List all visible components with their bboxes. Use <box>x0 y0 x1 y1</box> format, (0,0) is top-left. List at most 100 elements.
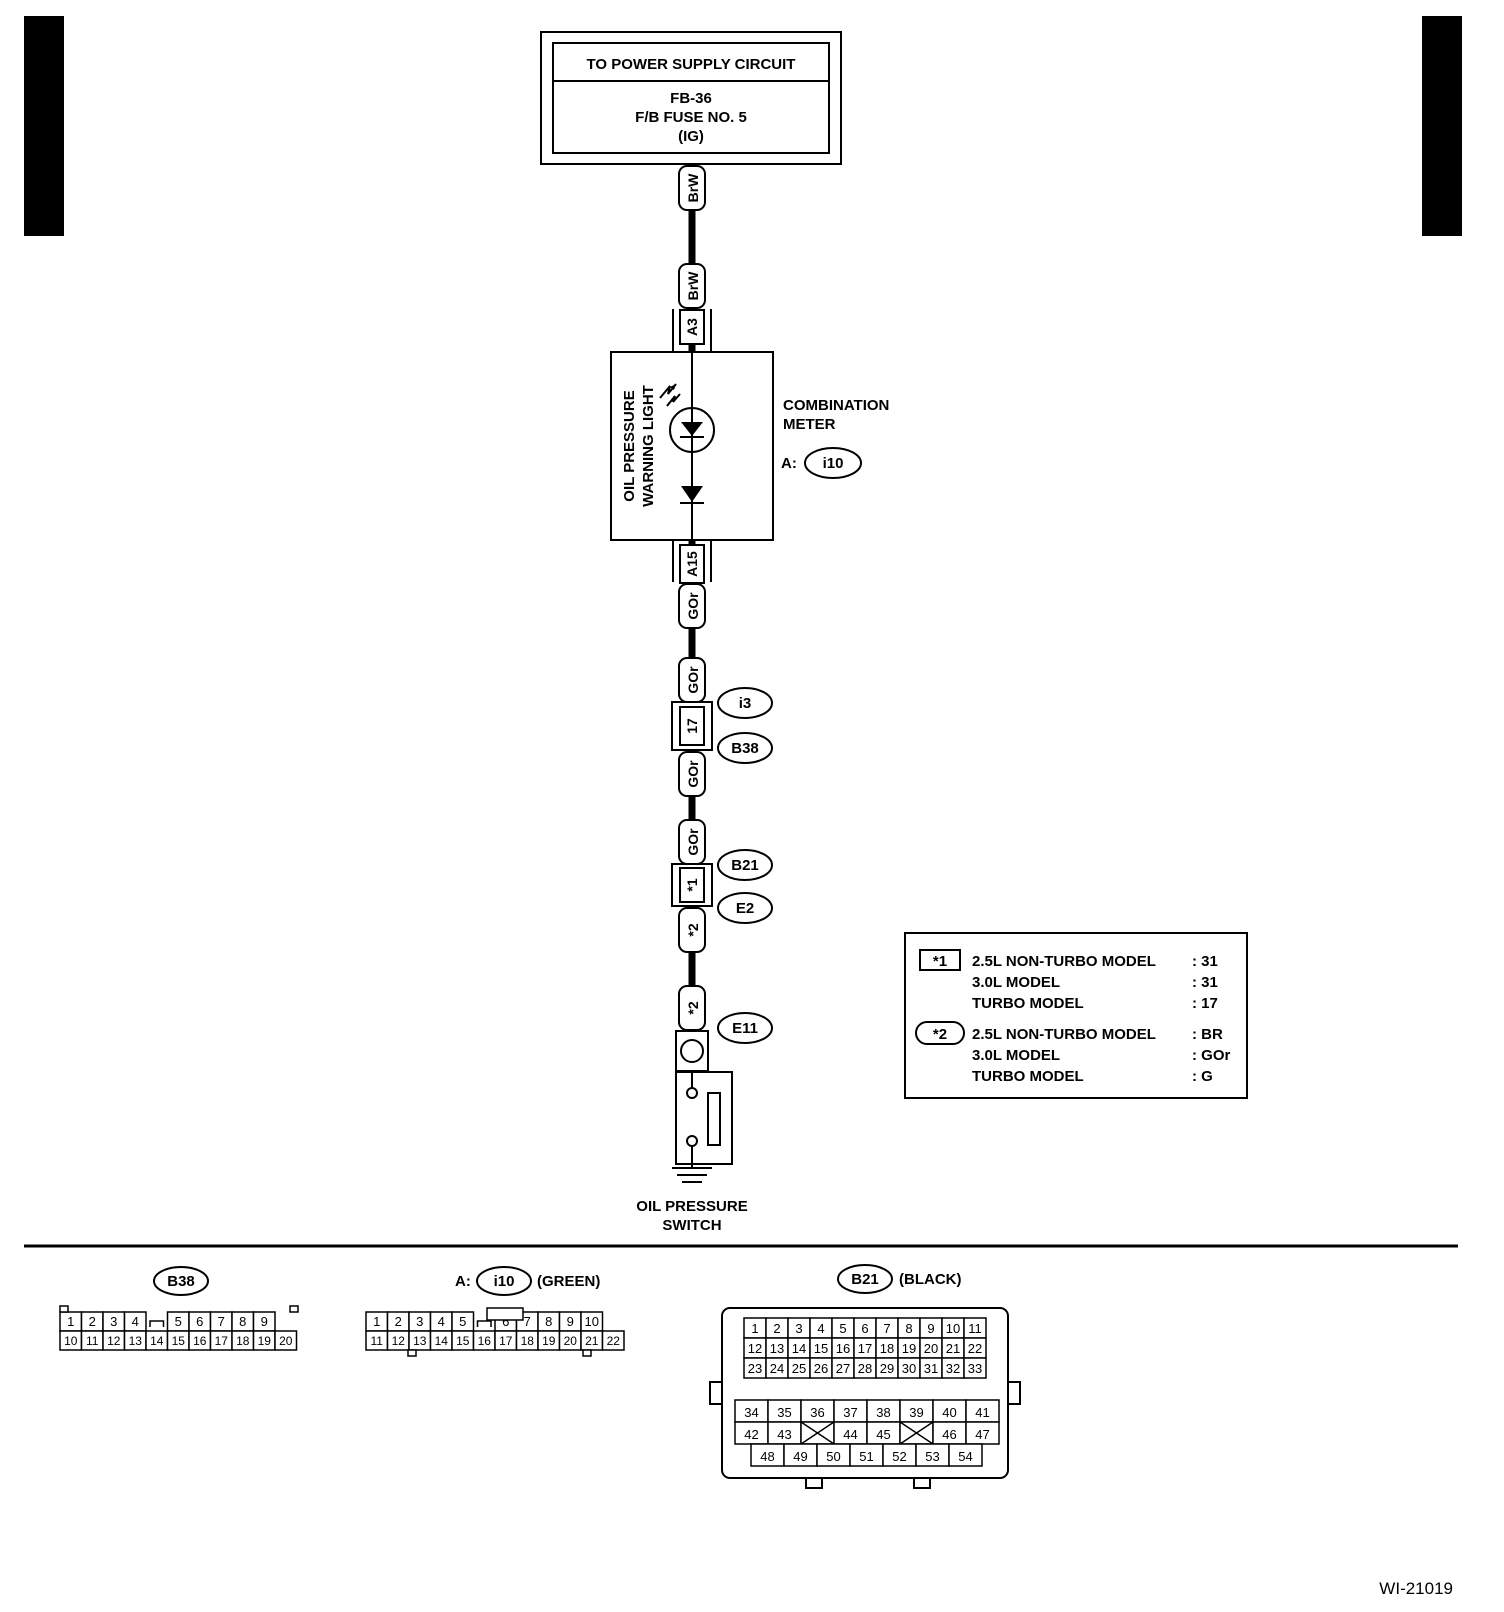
svg-text:8: 8 <box>239 1314 246 1329</box>
svg-text:7: 7 <box>218 1314 225 1329</box>
svg-text:19: 19 <box>902 1341 916 1356</box>
legend-box: *1 2.5L NON-TURBO MODEL : 31 3.0L MODEL … <box>904 932 1248 1099</box>
svg-text:16: 16 <box>478 1334 492 1348</box>
b21-pin: 39 <box>899 1399 934 1423</box>
svg-text:4: 4 <box>817 1321 824 1336</box>
svg-text:11: 11 <box>86 1334 99 1348</box>
b21-pin: 36 <box>800 1399 835 1423</box>
b21-pin: 11 <box>963 1317 987 1339</box>
power-supply-box: TO POWER SUPPLY CIRCUIT FB-36 F/B FUSE N… <box>540 31 842 165</box>
svg-text:24: 24 <box>770 1361 784 1376</box>
svg-text:43: 43 <box>777 1427 791 1442</box>
svg-text:23: 23 <box>748 1361 762 1376</box>
svg-text:19: 19 <box>258 1334 272 1348</box>
svg-text:22: 22 <box>968 1341 982 1356</box>
legend-star1-badge: *1 <box>933 953 947 970</box>
wire-label-brw-bottom: BrW <box>678 263 706 309</box>
svg-text:6: 6 <box>196 1314 203 1329</box>
svg-text:15: 15 <box>172 1334 186 1348</box>
legend-star2-model-1: 2.5L NON-TURBO MODEL <box>972 1026 1156 1043</box>
i10-pin: 2 <box>386 1311 410 1332</box>
svg-text:9: 9 <box>567 1314 574 1329</box>
b21-pin: 54 <box>948 1443 983 1467</box>
connector-tag-e11: E11 <box>717 1012 773 1044</box>
combination-meter-box: OIL PRESSURE WARNING LIGHT <box>610 351 774 541</box>
svg-text:5: 5 <box>459 1314 466 1329</box>
svg-text:29: 29 <box>880 1361 894 1376</box>
wire-label-gor-1-text: GOr <box>685 592 701 620</box>
connector-view-b21-label: B21 <box>851 1271 879 1288</box>
b38-pin: 9 <box>252 1311 276 1332</box>
power-supply-fuse-name: F/B FUSE NO. 5 <box>635 109 747 126</box>
b38-pin: 4 <box>123 1311 147 1332</box>
connector-view-i10-color: (GREEN) <box>537 1273 600 1290</box>
svg-text:12: 12 <box>107 1334 121 1348</box>
svg-text:31: 31 <box>924 1361 938 1376</box>
combination-meter-label-line1: COMBINATION <box>783 397 889 414</box>
connector-tag-e2-text: E2 <box>736 900 754 917</box>
i10-pin: 3 <box>408 1311 432 1332</box>
wire-label-gor-4-text: GOr <box>685 828 701 856</box>
legend-star1-value-2: : 31 <box>1192 974 1218 991</box>
diode-icon <box>680 486 704 504</box>
svg-text:5: 5 <box>175 1314 182 1329</box>
i10-pin: 11 <box>365 1330 389 1351</box>
b21-pin: 53 <box>915 1443 950 1467</box>
svg-text:19: 19 <box>542 1334 556 1348</box>
i10-pin: 19 <box>537 1330 561 1351</box>
i10-pin: 21 <box>580 1330 604 1351</box>
warning-light-label-line2: WARNING LIGHT <box>640 385 657 507</box>
svg-text:28: 28 <box>858 1361 872 1376</box>
svg-text:20: 20 <box>924 1341 938 1356</box>
b21-pin: 32 <box>941 1357 965 1379</box>
b21-pin: 12 <box>743 1337 767 1359</box>
i10-pin: 16 <box>472 1330 496 1351</box>
svg-text:21: 21 <box>585 1334 599 1348</box>
svg-text:1: 1 <box>751 1321 758 1336</box>
svg-text:7: 7 <box>524 1314 531 1329</box>
connector-tag-b21-text: B21 <box>731 857 759 874</box>
switch-label-line2: SWITCH <box>662 1217 721 1234</box>
svg-text:13: 13 <box>413 1334 427 1348</box>
svg-text:25: 25 <box>792 1361 806 1376</box>
svg-text:14: 14 <box>435 1334 449 1348</box>
svg-text:10: 10 <box>946 1321 960 1336</box>
b21-pin <box>800 1421 835 1445</box>
b21-pin: 21 <box>941 1337 965 1359</box>
terminal-17: 17 <box>671 701 713 751</box>
b21-pin: 8 <box>897 1317 921 1339</box>
svg-text:13: 13 <box>129 1334 143 1348</box>
wire-label-star2-bottom-text: *2 <box>685 1001 701 1014</box>
switch-label-line1: OIL PRESSURE <box>636 1198 747 1215</box>
svg-text:14: 14 <box>150 1334 164 1348</box>
svg-text:4: 4 <box>132 1314 139 1329</box>
svg-text:26: 26 <box>814 1361 828 1376</box>
svg-text:54: 54 <box>958 1449 972 1464</box>
wire-label-brw-bottom-text: BrW <box>685 271 701 301</box>
b21-pin: 27 <box>831 1357 855 1379</box>
svg-text:18: 18 <box>521 1334 535 1348</box>
svg-text:39: 39 <box>909 1405 923 1420</box>
i10-pin: 5 <box>451 1311 475 1332</box>
i10-pin: 13 <box>408 1330 432 1351</box>
wire-label-gor-3-text: GOr <box>685 760 701 788</box>
terminal-star1-text: *1 <box>684 878 700 891</box>
terminal-a3-text: A3 <box>684 318 700 336</box>
connector-e11-terminal <box>675 1030 709 1072</box>
wire-label-gor-2-text: GOr <box>685 666 701 694</box>
oil-pressure-switch-icon <box>675 1071 733 1168</box>
svg-text:13: 13 <box>770 1341 784 1356</box>
b38-pin: 15 <box>166 1330 190 1351</box>
i10-pin: 10 <box>580 1311 604 1332</box>
b21-pin: 4 <box>809 1317 833 1339</box>
b21-pin: 13 <box>765 1337 789 1359</box>
b21-pin: 51 <box>849 1443 884 1467</box>
b21-pin: 3 <box>787 1317 811 1339</box>
b21-pin: 25 <box>787 1357 811 1379</box>
svg-text:47: 47 <box>975 1427 989 1442</box>
svg-text:20: 20 <box>564 1334 578 1348</box>
i10-pin: 12 <box>386 1330 410 1351</box>
svg-text:11: 11 <box>968 1321 982 1336</box>
legend-star2-value-2: : GOr <box>1192 1047 1230 1064</box>
b21-pin: 18 <box>875 1337 899 1359</box>
